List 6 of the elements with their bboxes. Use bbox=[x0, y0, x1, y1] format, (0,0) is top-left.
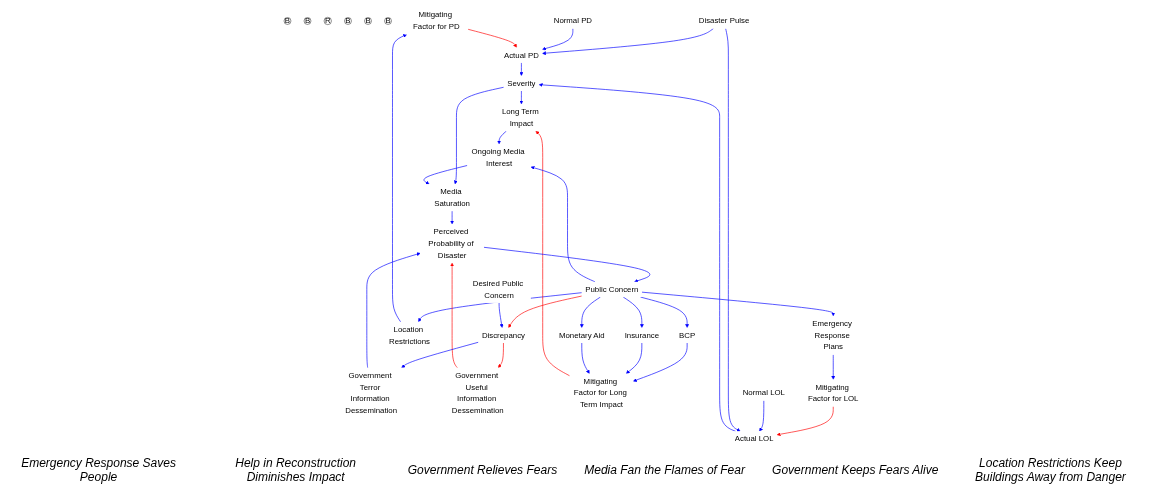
loop-name: Emergency Response Saves People bbox=[20, 456, 177, 484]
loop-name: Media Fan the Flames of Fear bbox=[584, 463, 745, 477]
loop-name: Government Relieves Fears bbox=[407, 463, 558, 477]
loop-name: Location Restrictions Keep Buildings Away from Danger bbox=[974, 456, 1127, 484]
loop-name: Government Keeps Fears Alive bbox=[772, 463, 939, 477]
loop-name: Help in Reconstruction Diminishes Impact bbox=[234, 456, 357, 484]
